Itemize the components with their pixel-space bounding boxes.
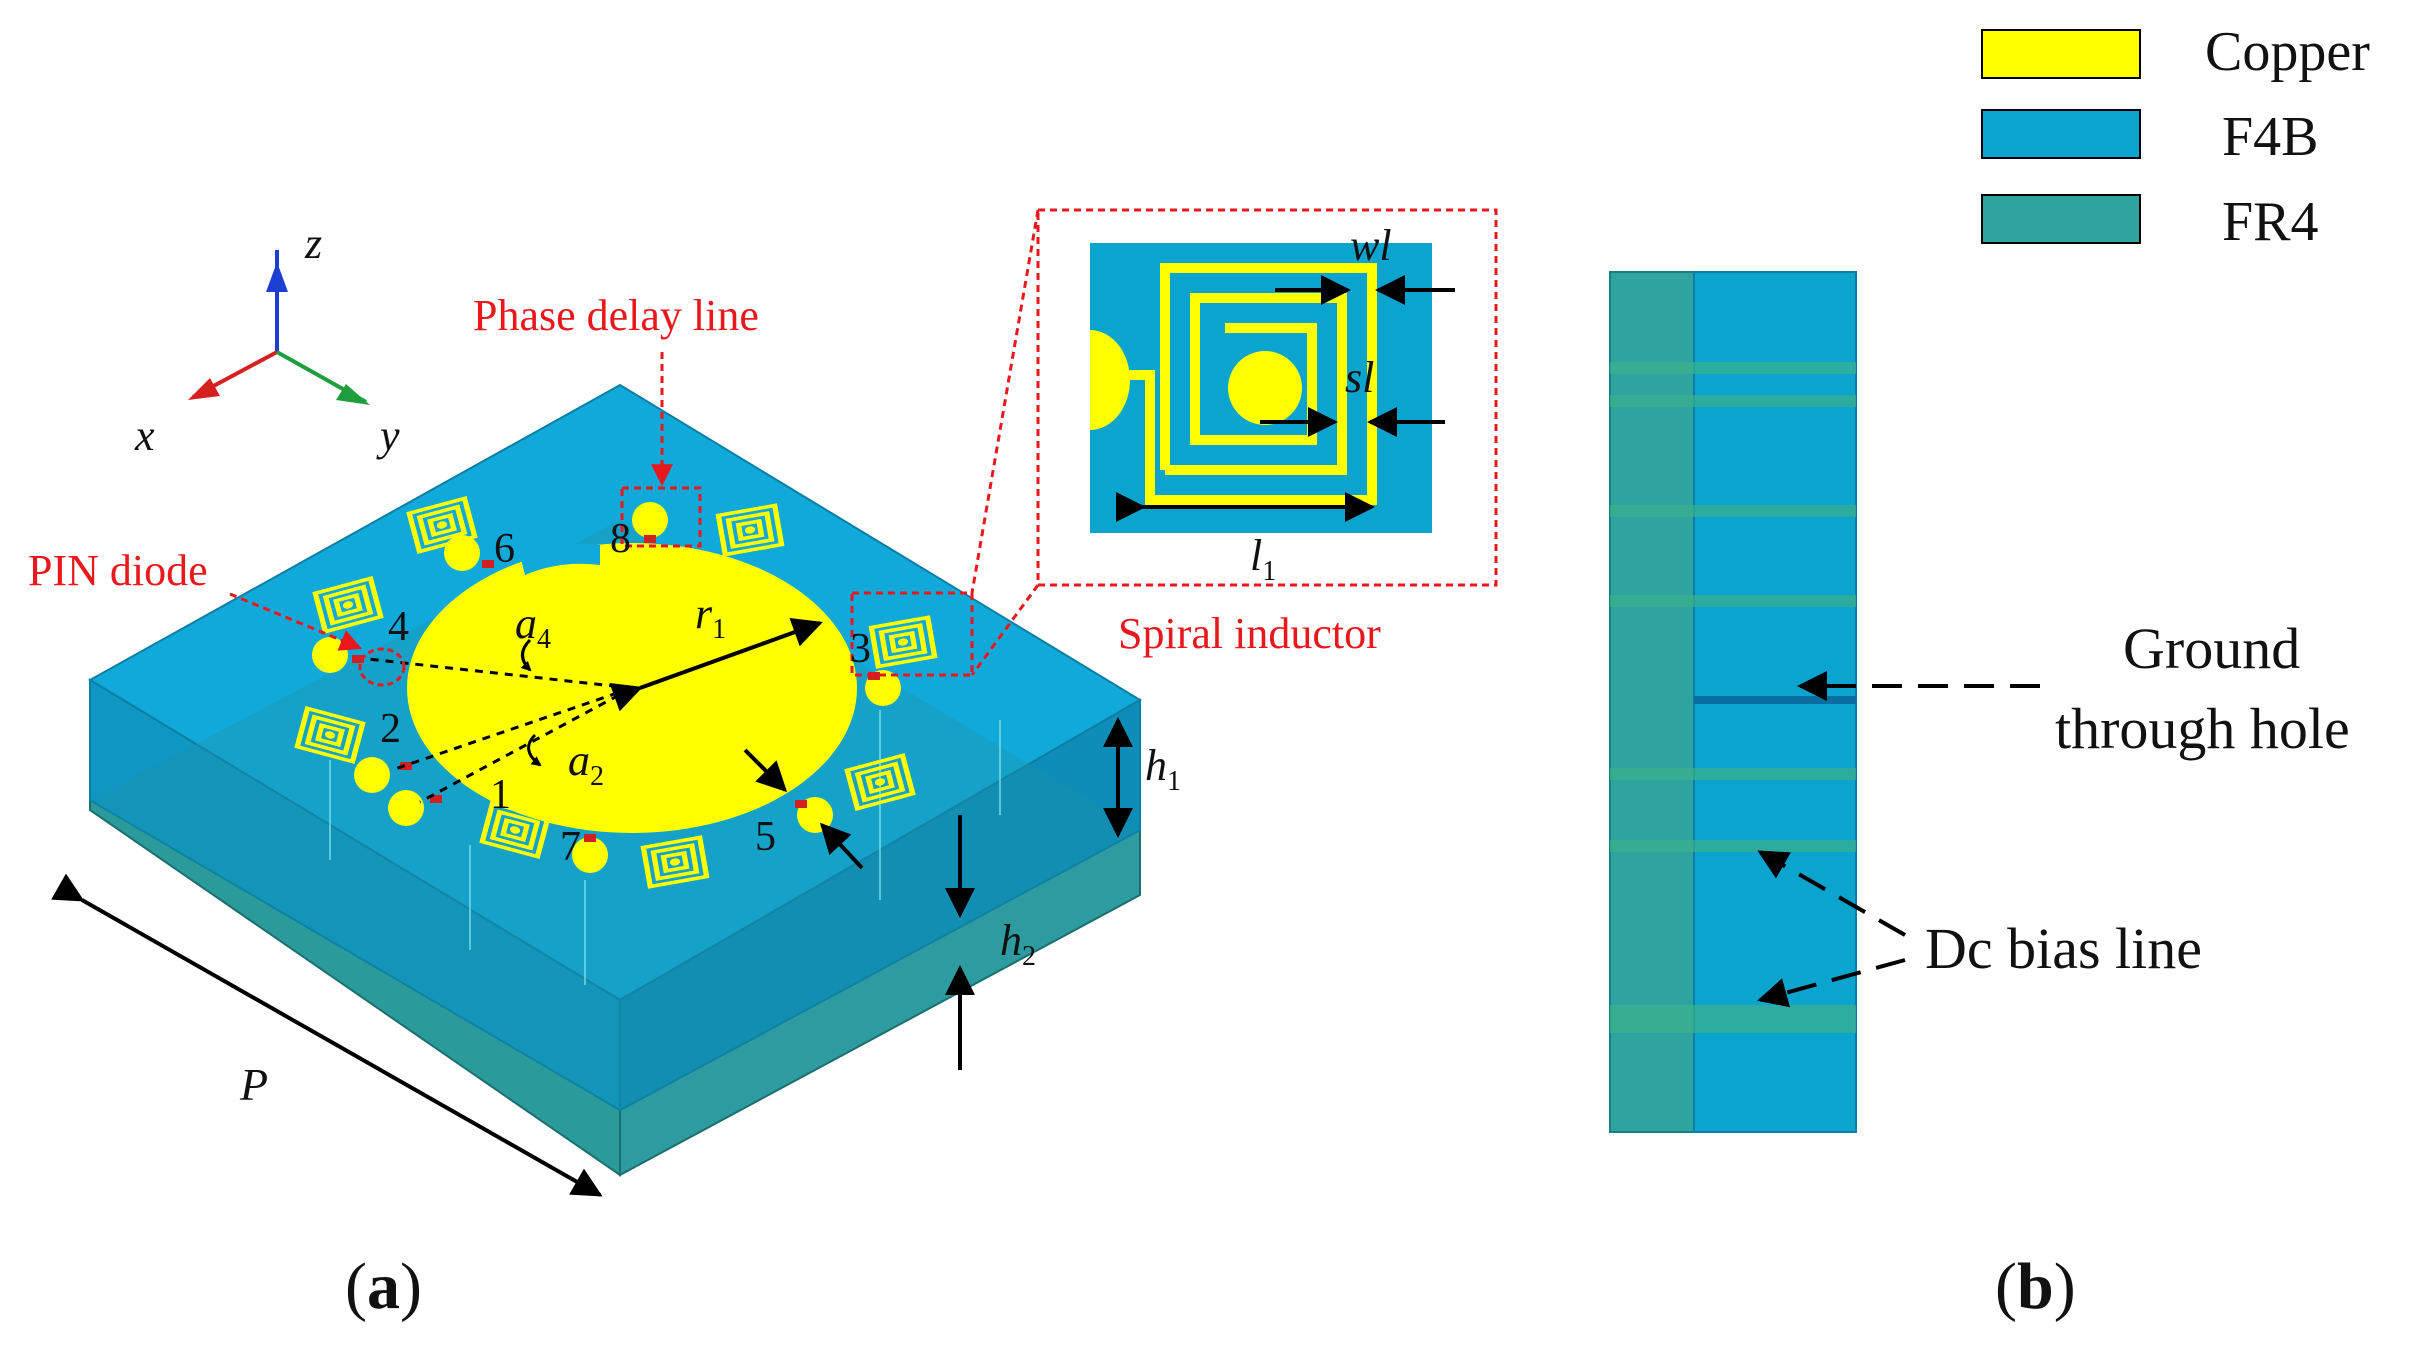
panel-label-a: (a)	[345, 1250, 422, 1323]
phase-delay-line-label: Phase delay line	[473, 291, 759, 340]
pin-diode-label: PIN diode	[28, 546, 208, 595]
panel-label-b: (b)	[1995, 1250, 2076, 1323]
f4b-right-face	[619, 698, 1141, 1112]
unit-cell-3d	[51, 352, 1142, 1197]
axis-triad: z x y	[134, 219, 400, 460]
inset-frame	[1036, 208, 1498, 587]
port-number-4: 4	[388, 604, 409, 650]
port5-arrow-a	[743, 748, 788, 793]
inset-feed-pad	[1090, 330, 1130, 430]
h2-label: h2	[1000, 916, 1036, 972]
port-number-6: 6	[494, 526, 515, 572]
port5-arrow-b	[819, 822, 864, 870]
copper-disk-notch	[520, 543, 600, 575]
side-view	[1609, 271, 2040, 1133]
h1-label: h1	[1145, 741, 1181, 797]
axis-label-z: z	[304, 219, 322, 268]
material-legend: Copper F4B FR4	[1981, 21, 2370, 253]
legend-swatch-copper	[1981, 29, 2141, 79]
dc-bias-pointer-b	[1757, 958, 1906, 1008]
axis-label-x: x	[134, 411, 155, 460]
port-numbers: 1 2 3 4 5 6 7 8	[380, 516, 871, 870]
wl-label: wl	[1350, 221, 1392, 270]
a2-arc	[527, 733, 542, 767]
legend-label-fr4: FR4	[2222, 191, 2319, 253]
z-axis-head	[266, 262, 288, 292]
port-number-2: 2	[380, 706, 401, 752]
legend-swatch-f4b	[1981, 109, 2141, 159]
inset-connector-top	[970, 209, 1040, 594]
side-bias-lines	[1610, 362, 1856, 1033]
spiral-inductor-label: Spiral inductor	[1118, 609, 1381, 658]
a4-label: a4	[515, 599, 551, 655]
side-fr4-layer	[1609, 271, 1695, 1133]
angle-construction-lines	[367, 657, 633, 804]
port-number-3: 3	[850, 626, 871, 672]
port-number-5: 5	[755, 814, 776, 860]
r1-arrow	[609, 618, 823, 712]
y-axis-head	[336, 384, 370, 405]
port-number-7: 7	[560, 824, 581, 870]
inset-connector-bottom	[970, 584, 1040, 676]
port-number-8: 8	[610, 516, 631, 562]
phase-delay-box	[620, 486, 702, 548]
ground-hole-label-2: through hole	[2055, 696, 2350, 761]
x-axis-head	[188, 378, 220, 400]
a4-arc	[520, 638, 532, 672]
axis-label-y: y	[376, 411, 400, 460]
ground-hole-label-1: Ground	[2123, 616, 2300, 681]
dc-bias-line-label: Dc bias line	[1925, 916, 2202, 981]
dc-bias-pointer-a	[1757, 850, 1906, 937]
legend-swatch-fr4	[1981, 194, 2141, 244]
r1-label: r1	[695, 589, 726, 645]
p-label: P	[239, 1059, 268, 1110]
spiral-inductor-box	[850, 591, 974, 677]
spiral-inductor-inset	[970, 208, 1498, 676]
port-number-1: 1	[490, 772, 511, 818]
p-dimension-arrow	[51, 873, 603, 1197]
l1-label: l1	[1250, 531, 1276, 587]
sl-label: sl	[1345, 353, 1374, 402]
inset-center-pad	[1228, 351, 1302, 425]
pin-diode-highlight	[358, 647, 406, 687]
side-ground-hole	[1694, 696, 1856, 704]
legend-label-f4b: F4B	[2222, 106, 2319, 168]
a2-label: a2	[568, 736, 604, 792]
legend-label-copper: Copper	[2205, 21, 2370, 83]
